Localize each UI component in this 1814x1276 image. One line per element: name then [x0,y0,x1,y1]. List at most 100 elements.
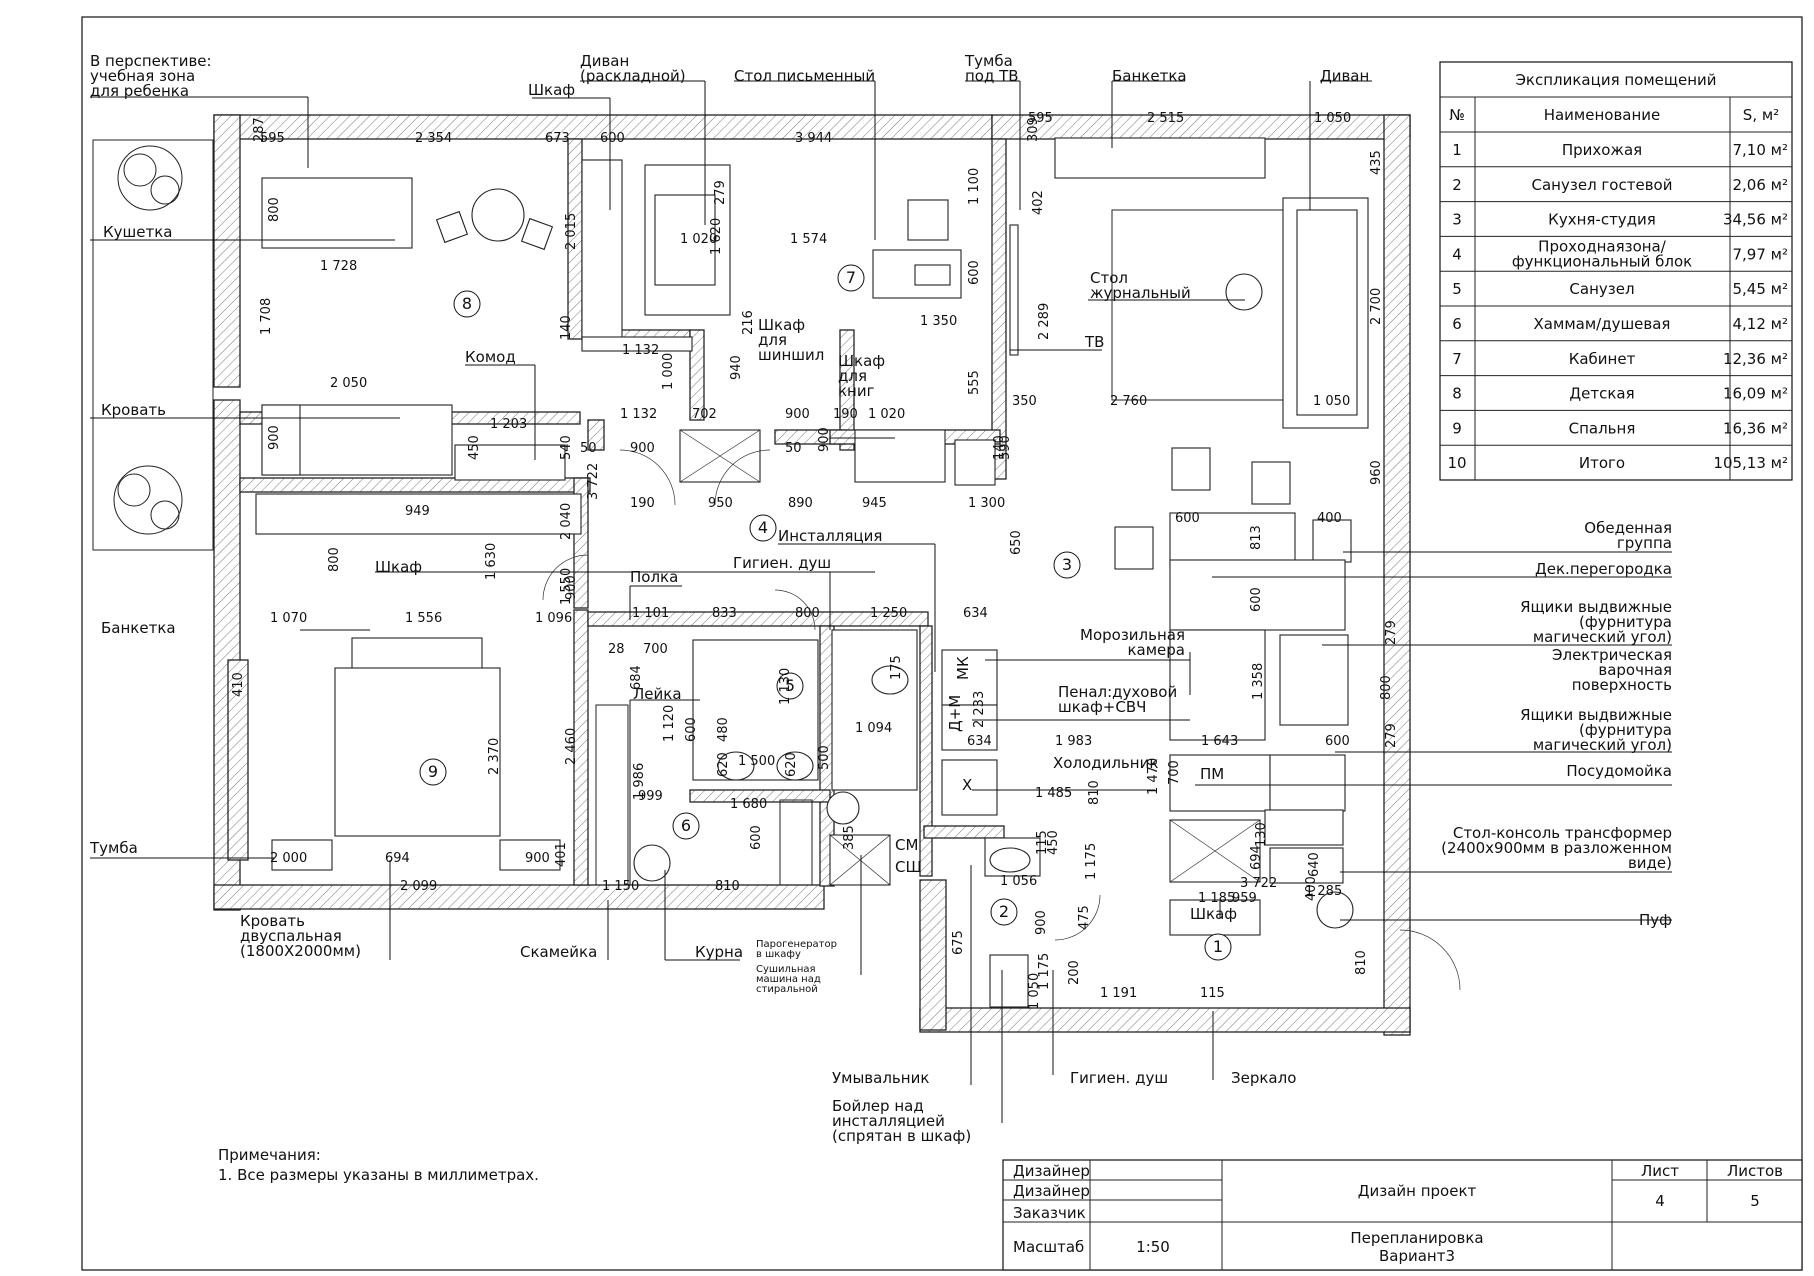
dimension-text: 350 [1012,394,1037,409]
dimension-text: 620 [784,752,799,777]
room-number-text: 5 [785,676,795,695]
dimension-text: 1 056 [1000,874,1037,889]
room-number-8: 8 [453,290,481,318]
dimension-text: 1 556 [405,611,442,626]
dimension-text: 2 700 [1369,288,1384,325]
legend-row-number: 1 [1452,141,1462,159]
dimension-text: 1 708 [259,298,274,335]
dimension-text: 634 [963,606,988,621]
dimension-text: 1 285 [1305,884,1342,899]
room-number-text: 8 [462,294,472,313]
dimension-text: 600 [1175,511,1200,526]
dimension-text: 3 722 [1240,876,1277,891]
dimension-text: 694 [385,851,410,866]
dimension-text: 900 [817,427,832,452]
label-sofa-fold: Диван(раскладной) [580,52,686,85]
dimension-text: 1 643 [1201,734,1238,749]
dimension-text: 1 020 [680,232,717,247]
dimension-text: 50 [580,441,597,456]
label-wardrobe-hall: Шкаф [1190,905,1237,923]
label-dishwasher: Посудомойка [1566,762,1672,780]
label-hyg-shower: Гигиен. душ [1070,1069,1168,1087]
legend-row-area: 16,36 м² [1723,419,1788,437]
dimension-text: 1 000 [661,353,676,390]
title-sheet-label: Лист [1641,1162,1679,1180]
room-number-3: 3 [1053,551,1081,579]
dimension-text: 410 [231,672,246,697]
dimension-text: 279 [713,180,728,205]
legend-row-number: 5 [1452,280,1462,298]
dimension-text: 190 [833,407,858,422]
dimension-text: 890 [788,496,813,511]
label-dresser: Комод [465,348,516,366]
dimension-text: 1 132 [620,407,657,422]
dimension-text: 1 096 [535,611,572,626]
legend-row-area: 105,13 м² [1713,454,1788,472]
label-bed: Кровать [101,401,166,419]
legend-row-name: Санузел гостевой [1532,176,1673,194]
dimension-text: 1 132 [622,343,659,358]
dimension-text: 800 [795,606,820,621]
dimension-text: 1 094 [855,721,892,736]
legend-header-number: № [1449,106,1465,124]
dimension-text: 401 [554,842,569,867]
dimension-text: 1 300 [968,496,1005,511]
title-sheets-total: 5 [1750,1192,1760,1210]
dimension-text: 1 983 [1055,734,1092,749]
dimension-text: 960 [1369,460,1384,485]
room-number-1: 1 [1204,933,1232,961]
dimension-text: 2 015 [564,213,579,250]
room-number-text: 2 [999,902,1009,921]
dimension-text: 279 [1384,723,1399,748]
dimension-text: 900 [630,441,655,456]
legend-header-area: S, м² [1743,106,1779,124]
dimension-text: 949 [405,504,430,519]
label-bench-left: Банкетка [101,619,176,637]
dimension-text: 600 [684,717,699,742]
dimension-text: 1 630 [484,543,499,580]
dimension-text: 813 [1249,525,1264,550]
dimension-text: 450 [1046,830,1061,855]
label-installation: Инсталляция [778,527,882,545]
dimension-text: 385 [842,825,857,850]
label-hyg-shower-top: Гигиен. душ [733,554,831,572]
dimension-text: 950 [708,496,733,511]
dimension-text: 945 [862,496,887,511]
dimension-text: 1 191 [1100,986,1137,1001]
dimension-text: 540 [559,435,574,460]
legend-row-number: 9 [1452,419,1462,437]
dimension-top: 1 050 [1314,111,1351,126]
dimension-text: 2 040 [559,503,574,540]
label-bench-bath: Скамейка [520,943,597,961]
label-console: Стол-консоль трансформер(2400х900мм в ра… [1441,824,1672,872]
dimension-text: 2 289 [1037,303,1052,340]
legend-row-area: 34,56 м² [1723,211,1788,229]
dimension-text: 900 [785,407,810,422]
dimension-text: 1 250 [870,606,907,621]
room-number-7: 7 [837,264,865,292]
dimension-text: 1 485 [1035,786,1072,801]
legend-row-number: 3 [1452,211,1462,229]
dimension-text: 800 [1379,675,1394,700]
dimension-text: 500 [817,745,832,770]
tag-pm: ПМ [1200,765,1224,783]
title-project: Дизайн проект [1358,1182,1477,1200]
dimension-text: 684 [629,665,644,690]
dimension-text: 1 203 [490,417,527,432]
dimension-text: 800 [267,197,282,222]
dimension-text: 600 [1249,587,1264,612]
dimension-text: 810 [1354,950,1369,975]
label-fridge: Холодильник [1053,754,1158,772]
